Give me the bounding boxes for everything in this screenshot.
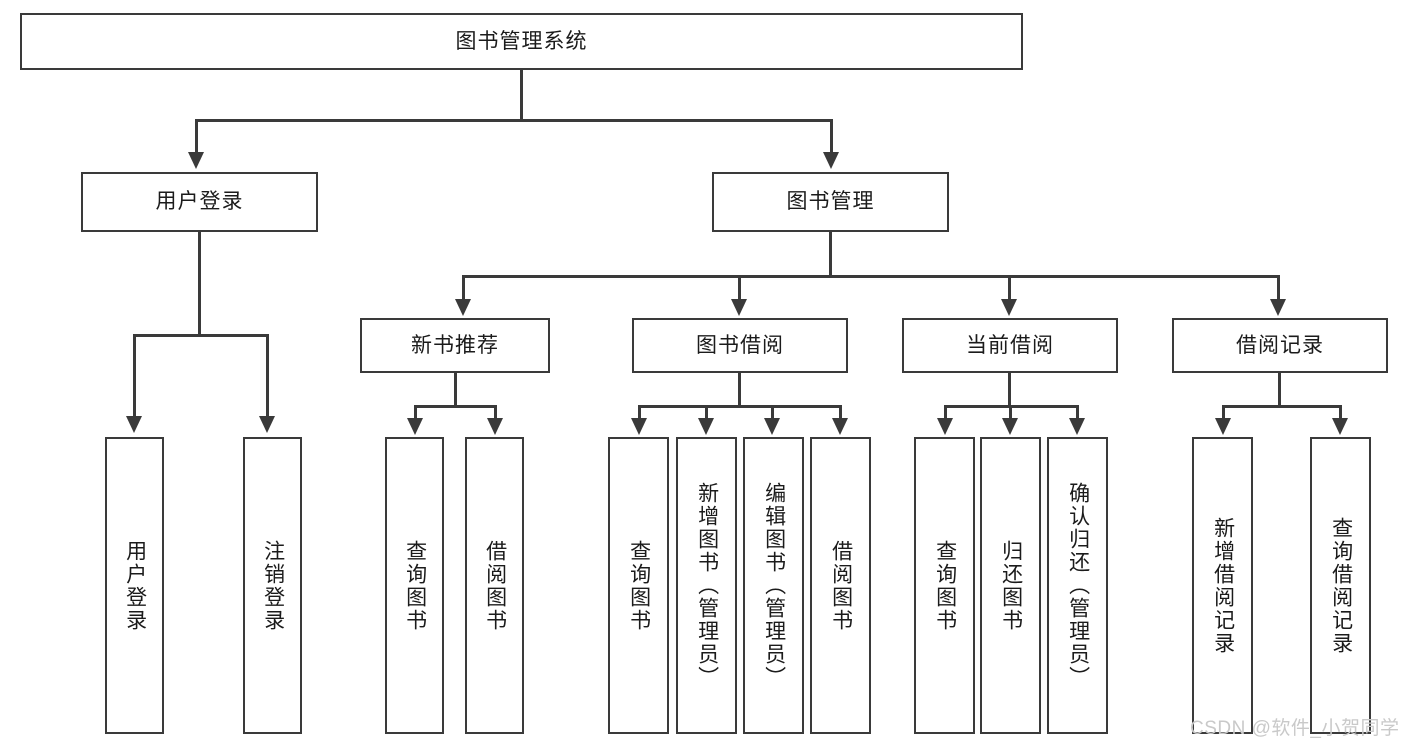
arrow-to-user-login	[188, 152, 204, 169]
leaf-borrow-record-query[interactable]: 查询借阅记录	[1310, 437, 1371, 734]
node-label: 编辑图书（管理员）	[762, 482, 786, 689]
node-label: 新增借阅记录	[1211, 516, 1235, 655]
node-label: 归还图书	[999, 539, 1023, 632]
edge-user-login-stem	[198, 232, 201, 337]
edge-current-borrow-child-1	[944, 405, 947, 420]
edge-borrow-record-bus	[1222, 405, 1342, 408]
node-label: 借阅图书	[483, 539, 507, 632]
node-label: 新书推荐	[411, 333, 499, 357]
arrow-current-borrow-child-3	[1069, 418, 1085, 435]
edge-borrow-record-child-2	[1339, 405, 1342, 420]
arrow-borrow-record-child-2	[1332, 418, 1348, 435]
edge-book-borrow-stem	[738, 373, 741, 408]
arrow-to-book-manage	[823, 152, 839, 169]
arrow-book-borrow-child-3	[764, 418, 780, 435]
arrow-to-book-borrow	[731, 299, 747, 316]
edge-new-book-bus	[414, 405, 497, 408]
leaf-user-login-login[interactable]: 用户登录	[105, 437, 164, 734]
node-label: 查询图书	[933, 539, 957, 632]
node-user-login[interactable]: 用户登录	[81, 172, 318, 232]
edge-user-login-bus	[133, 334, 269, 337]
node-label: 借阅图书	[829, 539, 853, 632]
arrow-new-book-child-1	[407, 418, 423, 435]
arrow-book-borrow-child-1	[631, 418, 647, 435]
edge-user-login-child-2	[266, 334, 269, 418]
node-label: 图书管理系统	[455, 29, 588, 53]
edge-current-borrow-child-3	[1076, 405, 1079, 420]
node-label: 注销登录	[261, 539, 285, 632]
leaf-current-borrow-query[interactable]: 查询图书	[914, 437, 975, 734]
edge-user-login-child-1	[133, 334, 136, 418]
node-label: 新增图书（管理员）	[695, 482, 719, 689]
node-label: 用户登录	[155, 190, 244, 214]
arrow-user-login-child-1	[126, 416, 142, 433]
edge-book-borrow-bus	[638, 405, 842, 408]
arrow-user-login-child-2	[259, 416, 275, 433]
edge-book-borrow-child-3	[771, 405, 774, 420]
edge-to-new-book	[462, 275, 465, 301]
edge-to-current-borrow	[1008, 275, 1011, 301]
node-label: 图书借阅	[696, 333, 784, 357]
arrow-current-borrow-child-2	[1002, 418, 1018, 435]
edge-level1-bus	[195, 119, 833, 122]
edge-current-borrow-stem	[1008, 373, 1011, 408]
node-label: 查询图书	[403, 539, 427, 632]
edge-borrow-record-stem	[1278, 373, 1281, 408]
node-current-borrow[interactable]: 当前借阅	[902, 318, 1118, 373]
arrow-to-borrow-record	[1270, 299, 1286, 316]
arrow-to-new-book	[455, 299, 471, 316]
leaf-book-borrow-query[interactable]: 查询图书	[608, 437, 669, 734]
edge-book-borrow-child-1	[638, 405, 641, 420]
arrow-current-borrow-child-1	[937, 418, 953, 435]
edge-to-book-manage	[830, 119, 833, 154]
leaf-book-borrow-edit[interactable]: 编辑图书（管理员）	[743, 437, 804, 734]
leaf-book-borrow-borrow[interactable]: 借阅图书	[810, 437, 871, 734]
leaf-user-login-logout[interactable]: 注销登录	[243, 437, 302, 734]
edge-book-borrow-child-4	[839, 405, 842, 420]
node-label: 图书管理	[786, 190, 875, 214]
arrow-borrow-record-child-1	[1215, 418, 1231, 435]
edge-book-manage-stem	[829, 232, 832, 277]
edge-new-book-stem	[454, 373, 457, 408]
arrow-book-borrow-child-2	[698, 418, 714, 435]
csdn-watermark: CSDN @软件_小贺同学	[1190, 718, 1400, 739]
edge-to-borrow-record	[1277, 275, 1280, 301]
edge-borrow-record-child-1	[1222, 405, 1225, 420]
edge-to-user-login	[195, 119, 198, 154]
leaf-current-borrow-return[interactable]: 归还图书	[980, 437, 1041, 734]
node-borrow-record[interactable]: 借阅记录	[1172, 318, 1388, 373]
arrow-new-book-child-2	[487, 418, 503, 435]
node-book-management[interactable]: 图书管理	[712, 172, 949, 232]
node-label: 确认归还（管理员）	[1066, 482, 1090, 689]
node-label: 用户登录	[123, 539, 147, 632]
node-label: 查询借阅记录	[1329, 516, 1353, 655]
leaf-book-borrow-add[interactable]: 新增图书（管理员）	[676, 437, 737, 734]
leaf-current-borrow-confirm[interactable]: 确认归还（管理员）	[1047, 437, 1108, 734]
edge-level2-bus	[462, 275, 1280, 278]
edge-current-borrow-child-2	[1009, 405, 1012, 420]
node-root-system[interactable]: 图书管理系统	[20, 13, 1023, 70]
node-label: 查询图书	[627, 539, 651, 632]
arrow-book-borrow-child-4	[832, 418, 848, 435]
leaf-borrow-record-add[interactable]: 新增借阅记录	[1192, 437, 1253, 734]
node-book-borrow[interactable]: 图书借阅	[632, 318, 848, 373]
node-label: 借阅记录	[1236, 333, 1324, 357]
node-label: 当前借阅	[966, 333, 1054, 357]
edge-new-book-child-1	[414, 405, 417, 420]
leaf-new-book-query[interactable]: 查询图书	[385, 437, 444, 734]
edge-root-stem	[520, 70, 523, 122]
edge-to-book-borrow	[738, 275, 741, 301]
leaf-new-book-borrow[interactable]: 借阅图书	[465, 437, 524, 734]
edge-book-borrow-child-2	[705, 405, 708, 420]
arrow-to-current-borrow	[1001, 299, 1017, 316]
edge-new-book-child-2	[494, 405, 497, 420]
node-new-book-recommend[interactable]: 新书推荐	[360, 318, 550, 373]
